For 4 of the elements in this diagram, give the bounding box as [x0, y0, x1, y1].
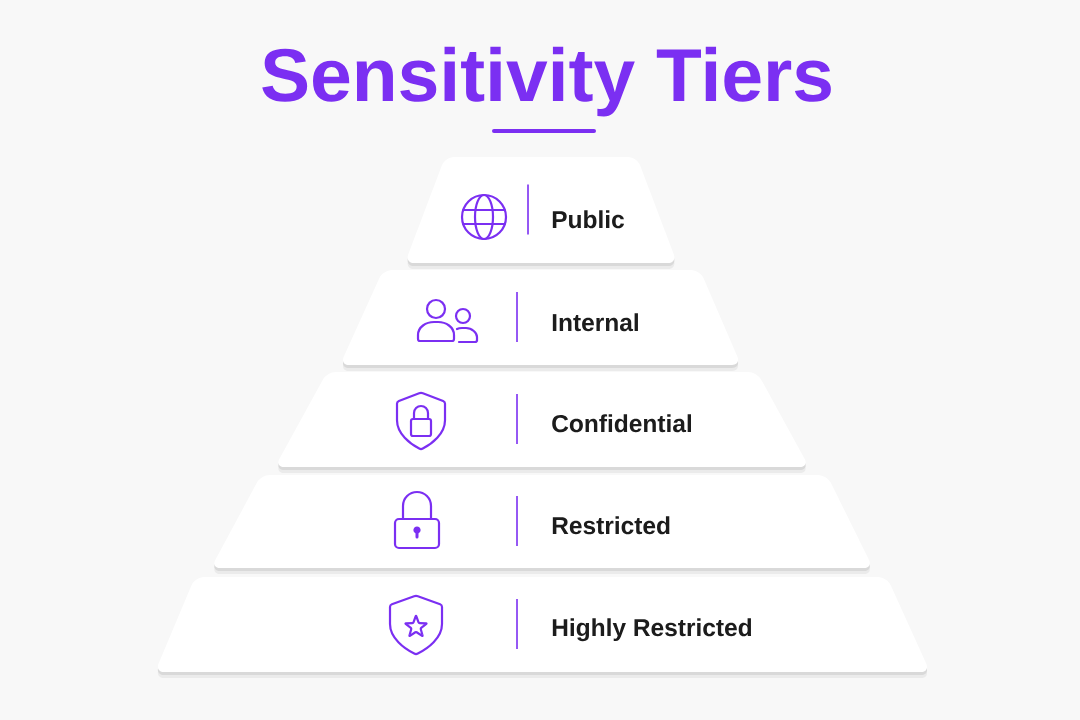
- tier-band: Public: [407, 157, 675, 269]
- title: Sensitivity Tiers: [262, 46, 831, 117]
- tier-band: Restricted: [214, 475, 870, 574]
- tier-band: Highly Restricted: [157, 577, 928, 678]
